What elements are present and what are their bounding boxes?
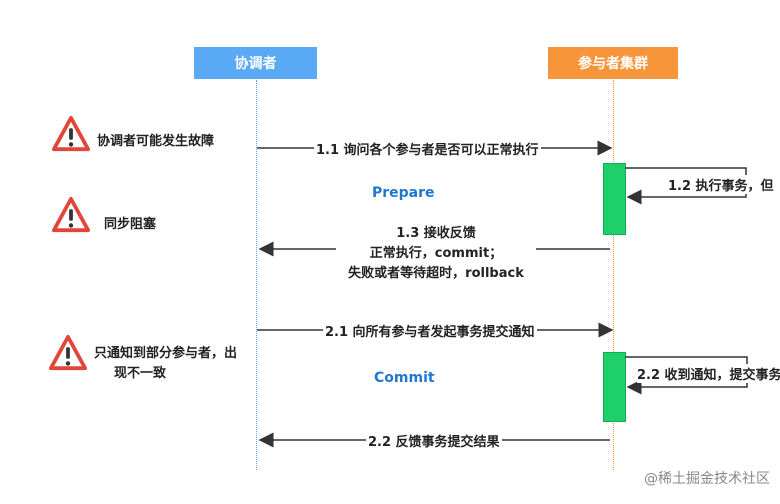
warning-icon: [52, 115, 90, 152]
message-1-3-line3: 失败或者等待超时，rollback: [348, 266, 524, 281]
warning-icon: [52, 196, 90, 233]
message-1-3-line1: 1.3 接收反馈: [396, 226, 476, 241]
participants-lifeline: [613, 80, 614, 470]
activation-bar-commit: [603, 352, 626, 422]
message-2-2b: 2.2 反馈事务提交结果: [366, 431, 502, 450]
activation-bar-prepare: [603, 163, 626, 235]
note-inconsistency-line2: 现不一致: [114, 366, 167, 381]
warning-icon: [49, 334, 87, 371]
message-1-1: 1.1 询问各个参与者是否可以正常执行: [314, 139, 541, 158]
note-inconsistency-line1: 只通知到部分参与者，出: [94, 346, 238, 361]
note-coordinator-failure: 协调者可能发生故障: [97, 134, 215, 149]
message-1-3: 1.3 接收反馈 正常执行，commit； 失败或者等待超时，rollback: [336, 224, 536, 284]
message-1-2: 1.2 执行事务，但: [668, 175, 774, 194]
note-sync-blocking: 同步阻塞: [104, 217, 157, 232]
coordinator-header: 协调者: [194, 47, 317, 79]
watermark: @稀土掘金技术社区: [644, 471, 770, 487]
message-2-2a: 2.2 收到通知，提交事务: [637, 364, 780, 383]
message-1-3-line2: 正常执行，commit；: [369, 246, 503, 261]
message-2-1: 2.1 向所有参与者发起事务提交通知: [323, 321, 537, 340]
phase-prepare-label: Prepare: [372, 185, 435, 201]
coordinator-lifeline: [256, 80, 257, 470]
note-inconsistency: 只通知到部分参与者，出 现不一致: [94, 344, 237, 384]
phase-commit-label: Commit: [374, 370, 435, 386]
participants-header: 参与者集群: [548, 47, 678, 79]
